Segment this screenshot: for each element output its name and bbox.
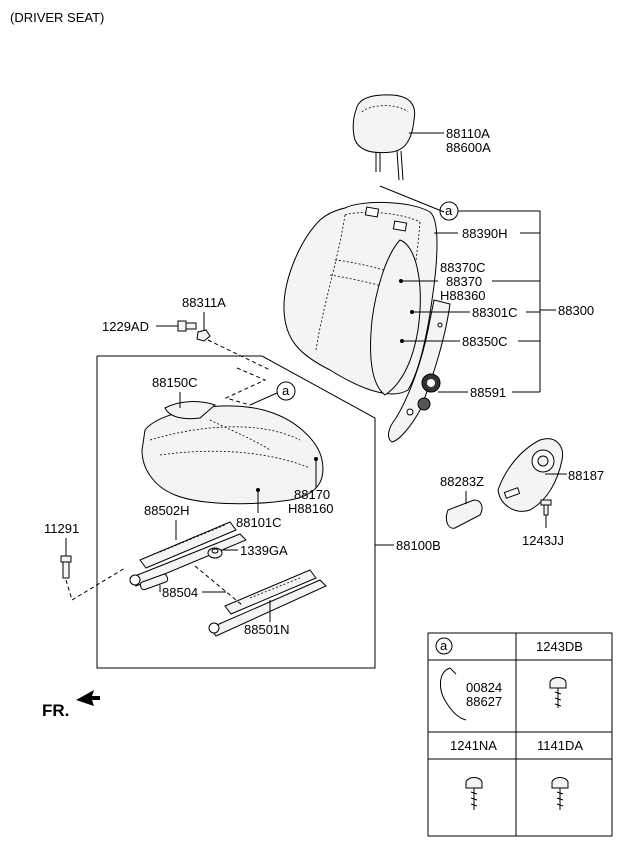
table-label-00824: 00824 xyxy=(466,680,502,695)
label-1229AD: 1229AD xyxy=(102,319,149,334)
label-88502H: 88502H xyxy=(144,503,190,518)
bolt-1229AD xyxy=(177,320,197,332)
table-header-1243DB: 1243DB xyxy=(536,639,583,654)
dash-track xyxy=(194,565,243,606)
label-88170: 88170 xyxy=(294,487,330,502)
label-88301C: 88301C xyxy=(472,305,518,320)
label-1243JJ: 1243JJ xyxy=(522,533,564,548)
fr-label: FR. xyxy=(42,701,69,720)
dash-nut xyxy=(207,339,271,371)
dash-bolt-11291 xyxy=(65,567,126,601)
table-header-1241NA: 1241NA xyxy=(450,738,497,753)
label-88600A: 88600A xyxy=(446,140,491,155)
callout-a-cushion xyxy=(276,381,296,401)
callout-a-back-letter: a xyxy=(445,203,453,218)
label-88283Z: 88283Z xyxy=(440,474,484,489)
label-88311A: 88311A xyxy=(182,295,226,310)
headrest xyxy=(352,94,416,181)
table-header-a: a xyxy=(440,638,448,653)
label-88110A: 88110A xyxy=(446,126,490,141)
screw-1141DA-icon xyxy=(551,777,569,810)
callout-a-cushion-letter: a xyxy=(282,383,290,398)
side-cover-88187 xyxy=(497,438,564,512)
label-11291: 11291 xyxy=(44,521,79,536)
clip-00824 xyxy=(440,667,467,721)
screw-1243JJ xyxy=(540,499,552,516)
knob-88283Z xyxy=(445,499,483,529)
label-88370C: 88370C xyxy=(440,260,486,275)
seat-cushion xyxy=(141,401,324,505)
leader-callout-a-cushion xyxy=(249,392,278,406)
label-H88160: H88160 xyxy=(288,501,334,516)
recliner-mechanism xyxy=(388,299,451,443)
dash-cushion xyxy=(224,367,267,406)
screw-1243DB-icon xyxy=(549,677,567,708)
leader-callout-a-back xyxy=(379,185,445,213)
nut-88311A xyxy=(196,329,211,342)
label-88501N: 88501N xyxy=(244,622,290,637)
label-88390H: 88390H xyxy=(462,226,508,241)
label-88101C: 88101C xyxy=(236,515,282,530)
cushion-assembly-frame xyxy=(96,355,376,669)
label-88150C: 88150C xyxy=(152,375,198,390)
front-arrow-icon xyxy=(76,690,100,706)
label-88187: 88187 xyxy=(568,468,604,483)
seat-track-outer xyxy=(208,569,327,637)
table-callout-a xyxy=(435,637,453,655)
label-1339GA: 1339GA xyxy=(240,543,288,558)
label-88591: 88591 xyxy=(470,385,506,400)
fastener-table xyxy=(427,632,613,837)
track-bar-88504 xyxy=(139,573,169,591)
label-H88360: H88360 xyxy=(440,288,486,303)
bolt-11291 xyxy=(60,555,72,579)
label-88350C: 88350C xyxy=(462,334,508,349)
table-header-1141DA: 1141DA xyxy=(537,738,583,753)
seat-back xyxy=(283,201,438,396)
screw-1241NA-icon xyxy=(465,777,483,810)
table-label-88627: 88627 xyxy=(466,694,502,709)
label-88370: 88370 xyxy=(446,274,482,289)
label-88504: 88504 xyxy=(162,585,198,600)
seat-track-inner xyxy=(129,521,247,587)
label-88300: 88300 xyxy=(558,303,594,318)
label-88100B: 88100B xyxy=(396,538,441,553)
washer-1339GA xyxy=(207,547,223,559)
diagram-title: (DRIVER SEAT) xyxy=(10,10,104,25)
